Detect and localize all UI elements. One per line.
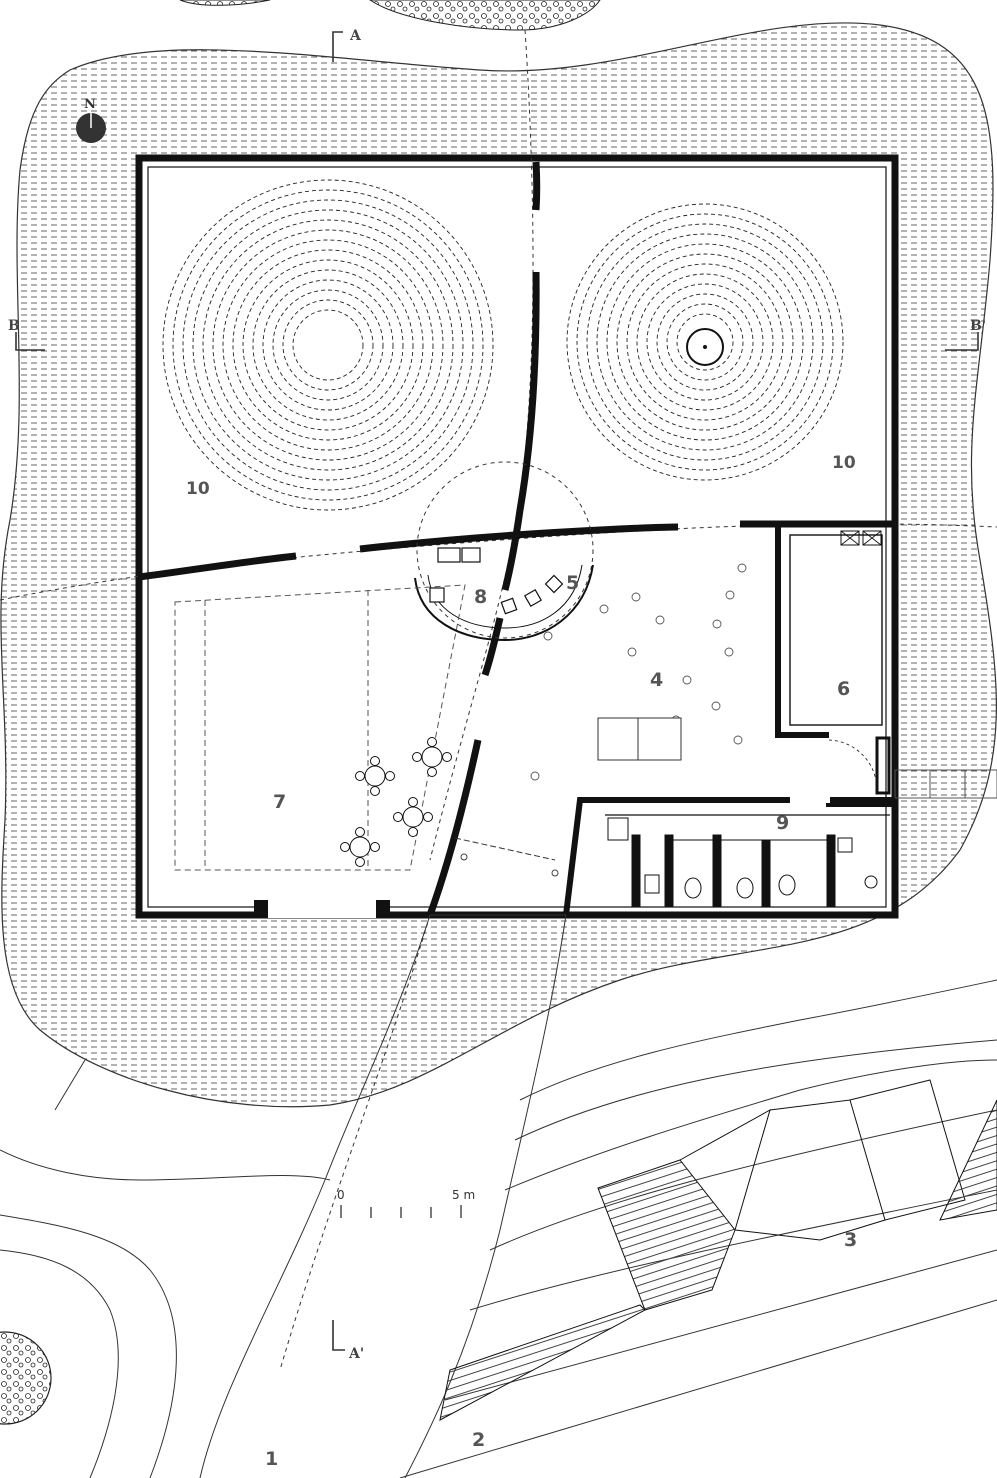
room-4-dots — [530, 563, 747, 781]
room-10-left-label: 10 — [186, 479, 210, 499]
north-arrow-icon — [76, 113, 106, 143]
room-4-label: 4 — [650, 669, 663, 691]
section-markers — [15, 31, 979, 1351]
floor-dot — [543, 631, 553, 641]
dashed-ring — [252, 269, 404, 421]
room-6-label: 6 — [837, 678, 850, 700]
dashed-ring — [232, 249, 424, 441]
concentric-rings-left — [162, 179, 494, 511]
cafe-table — [393, 797, 433, 837]
room-1-label: 1 — [265, 1448, 278, 1470]
dashed-ring — [596, 233, 814, 451]
floor-dot — [712, 619, 722, 629]
dashed-ring — [282, 299, 374, 391]
floor-dot — [733, 735, 743, 745]
floor-dot — [724, 647, 734, 657]
dashed-ring — [222, 239, 434, 451]
dashed-ring — [566, 203, 844, 481]
floor-dot — [631, 592, 641, 602]
north-label: N — [84, 97, 96, 112]
dashed-ring — [656, 293, 754, 391]
scale-bar — [340, 1205, 462, 1218]
room-7-court-outline — [174, 584, 466, 871]
curved-interior-walls — [138, 161, 895, 917]
dashed-ring — [272, 289, 384, 401]
dashed-ring — [212, 229, 444, 461]
dashed-ring — [586, 223, 824, 461]
cafe-tables — [340, 737, 452, 867]
scale-end-label: 5 m — [452, 1188, 475, 1202]
dashed-ring — [666, 303, 744, 381]
room-3-label: 3 — [844, 1229, 857, 1251]
exterior-steps — [894, 769, 997, 799]
section-b-prime-label: B' — [970, 318, 986, 334]
dashed-ring — [242, 259, 414, 431]
cafe-table — [412, 737, 452, 777]
tree-bottom-left — [0, 1331, 52, 1425]
bar-counter — [414, 564, 594, 642]
floor-dot — [737, 563, 747, 573]
entrance-door — [454, 837, 556, 861]
floor-dot — [655, 615, 665, 625]
kitchen-circle-outline — [416, 461, 594, 639]
entrance-opening — [268, 906, 376, 918]
section-a-prime-label: A' — [348, 1346, 364, 1362]
room-10-right-label: 10 — [832, 453, 856, 473]
dashed-ring — [606, 243, 804, 441]
room-7-label: 7 — [273, 791, 286, 813]
dashed-ring — [636, 273, 774, 411]
floor-dot — [682, 675, 692, 685]
room-4-table — [597, 717, 682, 761]
dashed-ring — [202, 219, 454, 471]
room-5-label: 5 — [566, 572, 579, 594]
parking-area — [439, 1079, 997, 1421]
room-8-label: 8 — [474, 586, 487, 608]
floor-dot — [627, 647, 637, 657]
dashed-ring — [616, 253, 794, 431]
dashed-ring — [192, 209, 464, 481]
floor-dot — [711, 701, 721, 711]
dashed-ring — [646, 283, 764, 401]
floor-dot — [530, 771, 540, 781]
room-2-label: 2 — [472, 1429, 485, 1451]
room-9-bathrooms — [563, 797, 895, 916]
bar-stools — [429, 547, 564, 615]
dashed-ring — [182, 199, 474, 491]
cafe-table — [340, 827, 380, 867]
dashed-ring — [576, 213, 834, 471]
room-9-label: 9 — [776, 812, 789, 834]
tree-canopy-top — [179, 0, 601, 31]
floor-dot — [599, 604, 609, 614]
room-6-storage — [775, 526, 891, 795]
section-a-label: A — [349, 28, 362, 44]
scale-start-label: 0 — [337, 1188, 345, 1202]
section-b-label: B — [8, 318, 20, 334]
dashed-ring — [676, 313, 734, 371]
dashed-ring — [626, 263, 784, 421]
dashed-ring — [172, 189, 484, 501]
dashed-ring — [162, 179, 494, 511]
dashed-ring — [292, 309, 364, 381]
dashed-ring — [262, 279, 394, 411]
cafe-table — [355, 756, 395, 796]
floor-dot — [725, 590, 735, 600]
concentric-rings-right — [566, 203, 844, 481]
